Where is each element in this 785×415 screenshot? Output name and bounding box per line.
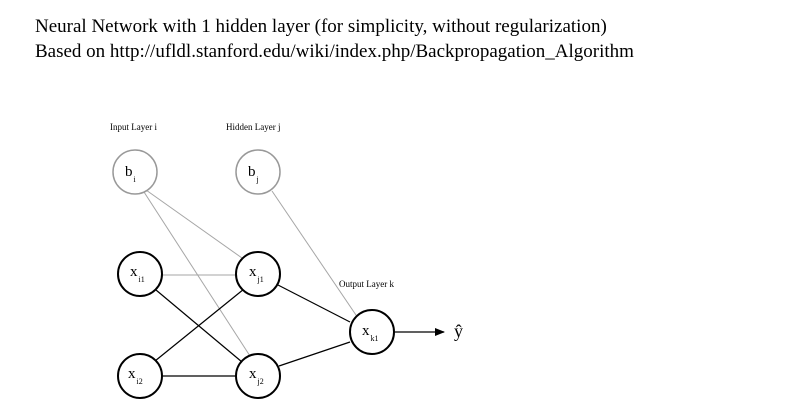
svg-text:bj: bj: [248, 164, 259, 184]
svg-text:xi2: xi2: [128, 366, 143, 386]
svg-text:xi1: xi1: [130, 264, 145, 284]
header-title: Neural Network with 1 hidden layer (for …: [35, 16, 607, 37]
output-layer-label: Output Layer k: [339, 279, 394, 289]
node-xj1: xj1: [235, 251, 281, 297]
output-yhat: ŷ: [454, 321, 463, 341]
node-bias-j: bj: [235, 149, 281, 195]
edge-bj-xk1: [271, 190, 359, 319]
edge-xj2-xk1: [278, 341, 351, 367]
node-bias-i: bi: [112, 149, 158, 195]
edge-bi-xj1: [145, 189, 243, 259]
svg-text:bi: bi: [125, 164, 137, 184]
hidden-layer-label: Hidden Layer j: [226, 122, 280, 132]
edge-bi-xj2: [143, 191, 251, 357]
input-layer-label: Input Layer i: [110, 122, 157, 132]
node-xi1: xi1: [117, 251, 163, 297]
edge-xi2-xj1: [154, 288, 245, 362]
svg-text:xk1: xk1: [362, 323, 379, 343]
header-source: Based on http://ufldl.stanford.edu/wiki/…: [35, 41, 634, 62]
diagram-header: Neural Network with 1 hidden layer (for …: [35, 14, 634, 64]
node-xk1: xk1: [349, 309, 395, 355]
node-xi2: xi2: [117, 353, 163, 399]
svg-text:xj2: xj2: [249, 366, 264, 386]
edge-xj1-xk1: [277, 284, 351, 323]
node-xj2: xj2: [235, 353, 281, 399]
svg-text:xj1: xj1: [249, 264, 264, 284]
